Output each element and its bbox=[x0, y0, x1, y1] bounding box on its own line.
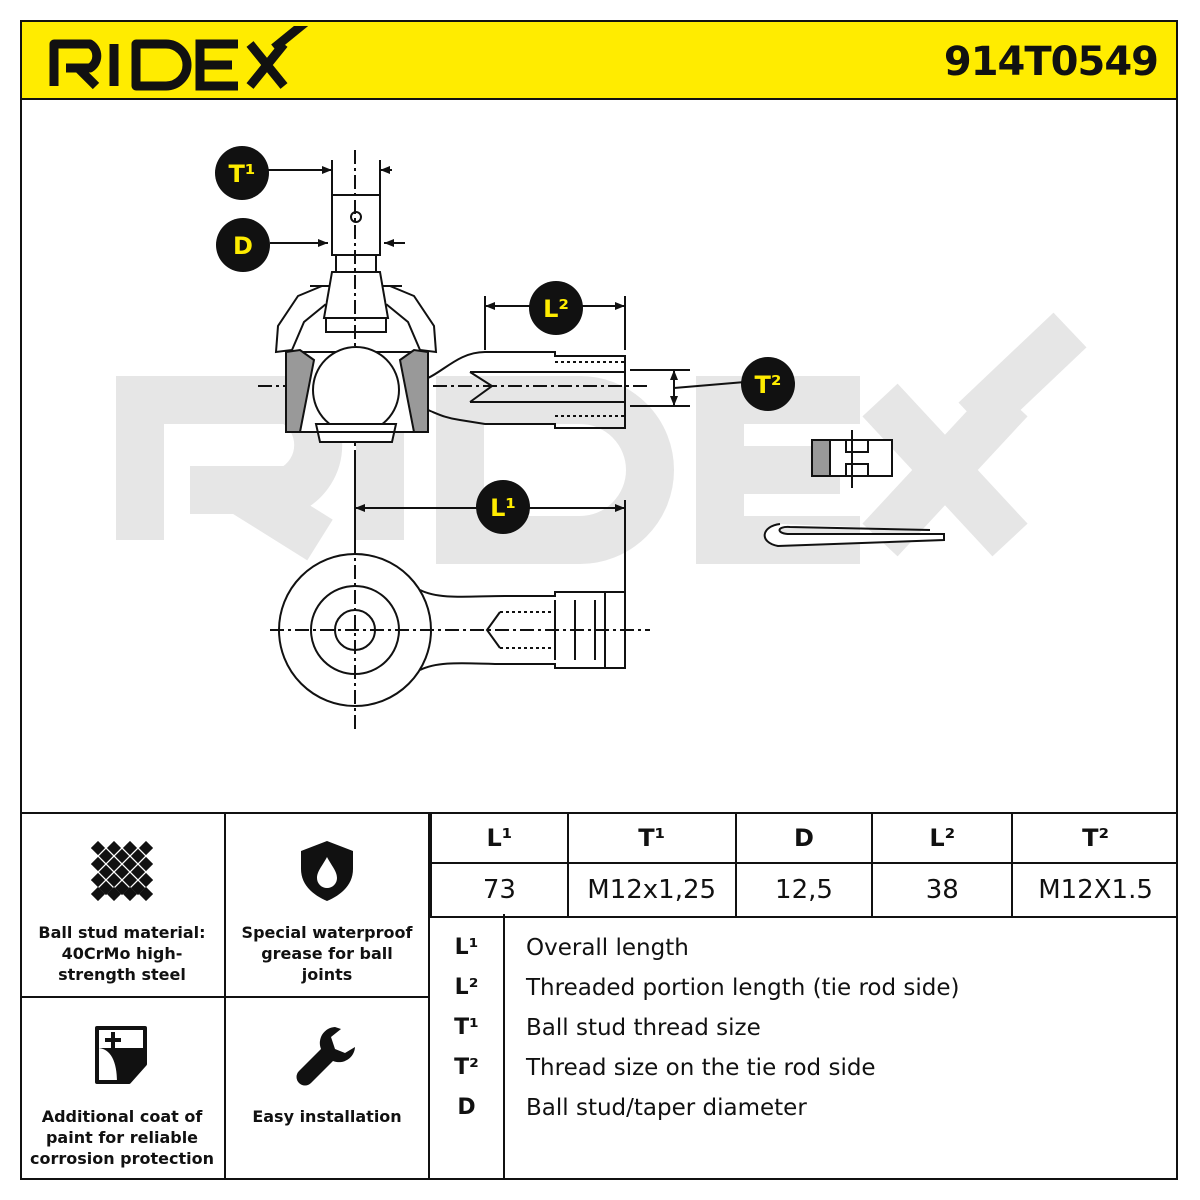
badge-t1: T¹ bbox=[215, 146, 269, 200]
feature-grease-text: Special waterproof grease for ball joint… bbox=[241, 923, 413, 984]
feature-material-text: Ball stud material: 40CrMo high-strength… bbox=[38, 923, 206, 984]
badge-l1: L¹ bbox=[476, 480, 530, 534]
feature-paint-text: Additional coat of paint for reliable co… bbox=[29, 1107, 215, 1168]
svg-text:T¹: T¹ bbox=[229, 160, 256, 188]
legend-divider bbox=[503, 914, 505, 1180]
part-number: 914T0549 bbox=[943, 39, 1159, 85]
feature-paint: Additional coat of paint for reliable co… bbox=[20, 998, 226, 1180]
legend-row: T¹ Ball stud thread size bbox=[430, 1008, 1178, 1048]
spec-value-l1: 73 bbox=[430, 862, 569, 918]
info-section: Ball stud material: 40CrMo high-strength… bbox=[20, 812, 1178, 1180]
spec-header-l1: L¹ bbox=[430, 814, 569, 864]
svg-text:T²: T² bbox=[755, 371, 782, 399]
feature-installation: Easy installation bbox=[226, 998, 430, 1180]
spec-value-l2: 38 bbox=[871, 862, 1014, 918]
spec-value-t1: M12x1,25 bbox=[566, 862, 737, 918]
legend-description: Ball stud thread size bbox=[526, 1015, 761, 1041]
spec-header-d: D bbox=[734, 814, 874, 864]
legend-description: Thread size on the tie rod side bbox=[526, 1055, 876, 1081]
spec-header-t2: T² bbox=[1011, 814, 1178, 864]
legend-description: Threaded portion length (tie rod side) bbox=[526, 975, 960, 1001]
paint-coat-icon bbox=[91, 1020, 153, 1090]
mesh-grid-icon bbox=[91, 836, 153, 906]
legend-symbol: T² bbox=[454, 1055, 479, 1080]
wrench-icon bbox=[295, 1020, 359, 1090]
svg-text:L²: L² bbox=[543, 295, 569, 323]
badge-t2: T² bbox=[741, 357, 795, 411]
feature-material: Ball stud material: 40CrMo high-strength… bbox=[20, 814, 226, 998]
legend-symbol: D bbox=[457, 1095, 476, 1120]
legend-description: Overall length bbox=[526, 935, 689, 961]
legend-symbol: T¹ bbox=[454, 1015, 479, 1040]
spec-table: L¹ T¹ D L² T² 73 M12x1,25 12,5 38 M12X1.… bbox=[430, 814, 1178, 918]
spec-header-row: L¹ T¹ D L² T² bbox=[430, 814, 1178, 864]
legend-row: L² Threaded portion length (tie rod side… bbox=[430, 968, 1178, 1008]
badge-d: D bbox=[216, 218, 270, 272]
legend: L¹ Overall length L² Threaded portion le… bbox=[430, 914, 1178, 1180]
technical-drawing: T¹ D L² T² L¹ bbox=[116, 146, 1087, 730]
spec-value-t2: M12X1.5 bbox=[1011, 862, 1178, 918]
feature-grease: Special waterproof grease for ball joint… bbox=[226, 814, 430, 998]
spec-value-row: 73 M12x1,25 12,5 38 M12X1.5 bbox=[430, 862, 1178, 918]
legend-row: L¹ Overall length bbox=[430, 928, 1178, 968]
svg-text:L¹: L¹ bbox=[490, 494, 516, 522]
ridex-logo bbox=[49, 26, 308, 91]
header-bar: 914T0549 bbox=[20, 20, 1178, 100]
feature-installation-text: Easy installation bbox=[252, 1107, 402, 1126]
svg-text:D: D bbox=[233, 232, 253, 260]
spec-header-l2: L² bbox=[871, 814, 1014, 864]
legend-symbol: L¹ bbox=[454, 935, 479, 960]
legend-symbol: L² bbox=[454, 975, 479, 1000]
spec-value-d: 12,5 bbox=[734, 862, 874, 918]
legend-row: D Ball stud/taper diameter bbox=[430, 1088, 1178, 1128]
water-drop-shield-icon bbox=[297, 836, 357, 906]
spec-header-t1: T¹ bbox=[566, 814, 737, 864]
legend-row: T² Thread size on the tie rod side bbox=[430, 1048, 1178, 1088]
legend-description: Ball stud/taper diameter bbox=[526, 1095, 807, 1121]
badge-l2: L² bbox=[529, 281, 583, 335]
